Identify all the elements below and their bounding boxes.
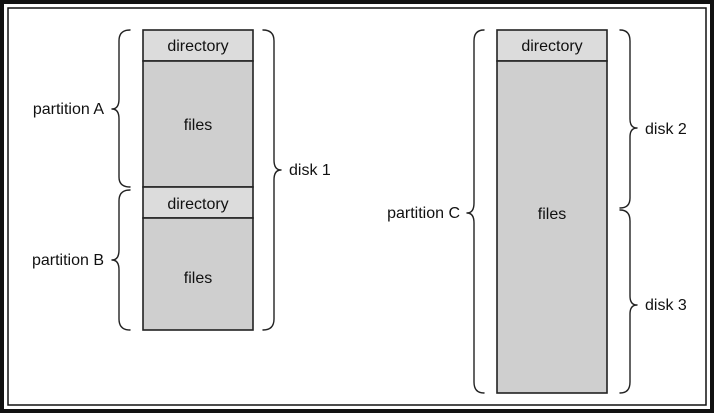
disk-3-brace [619, 209, 638, 394]
partition-b-label: partition B [32, 252, 104, 269]
partition-b-files-box [142, 217, 254, 331]
partition-b: directory files [142, 186, 254, 331]
partition-c-files-box [496, 60, 608, 394]
partition-a-files-label: files [184, 117, 212, 134]
partition-b-files-label: files [184, 270, 212, 287]
partition-b-brace [111, 189, 131, 331]
partition-a-label: partition A [33, 101, 104, 118]
partition-c-files-label: files [538, 206, 566, 223]
partition-c: directory files [496, 29, 608, 394]
disk-3-label: disk 3 [645, 297, 687, 314]
disk-2-label: disk 2 [645, 121, 687, 138]
partition-a-directory-box [142, 29, 254, 62]
partition-a-brace [111, 29, 131, 188]
partition-c-directory-label: directory [521, 38, 582, 55]
partition-c-label: partition C [387, 205, 460, 222]
partition-a-directory-label: directory [167, 38, 228, 55]
partition-a: directory files [142, 29, 254, 188]
disk-1-brace [262, 29, 282, 331]
disk-1-label: disk 1 [289, 162, 331, 179]
partition-c-brace [466, 29, 485, 394]
disk-2-brace [619, 29, 638, 209]
partition-b-directory-label: directory [167, 196, 228, 213]
inner-frame [7, 7, 707, 406]
partition-b-directory-box [142, 186, 254, 219]
